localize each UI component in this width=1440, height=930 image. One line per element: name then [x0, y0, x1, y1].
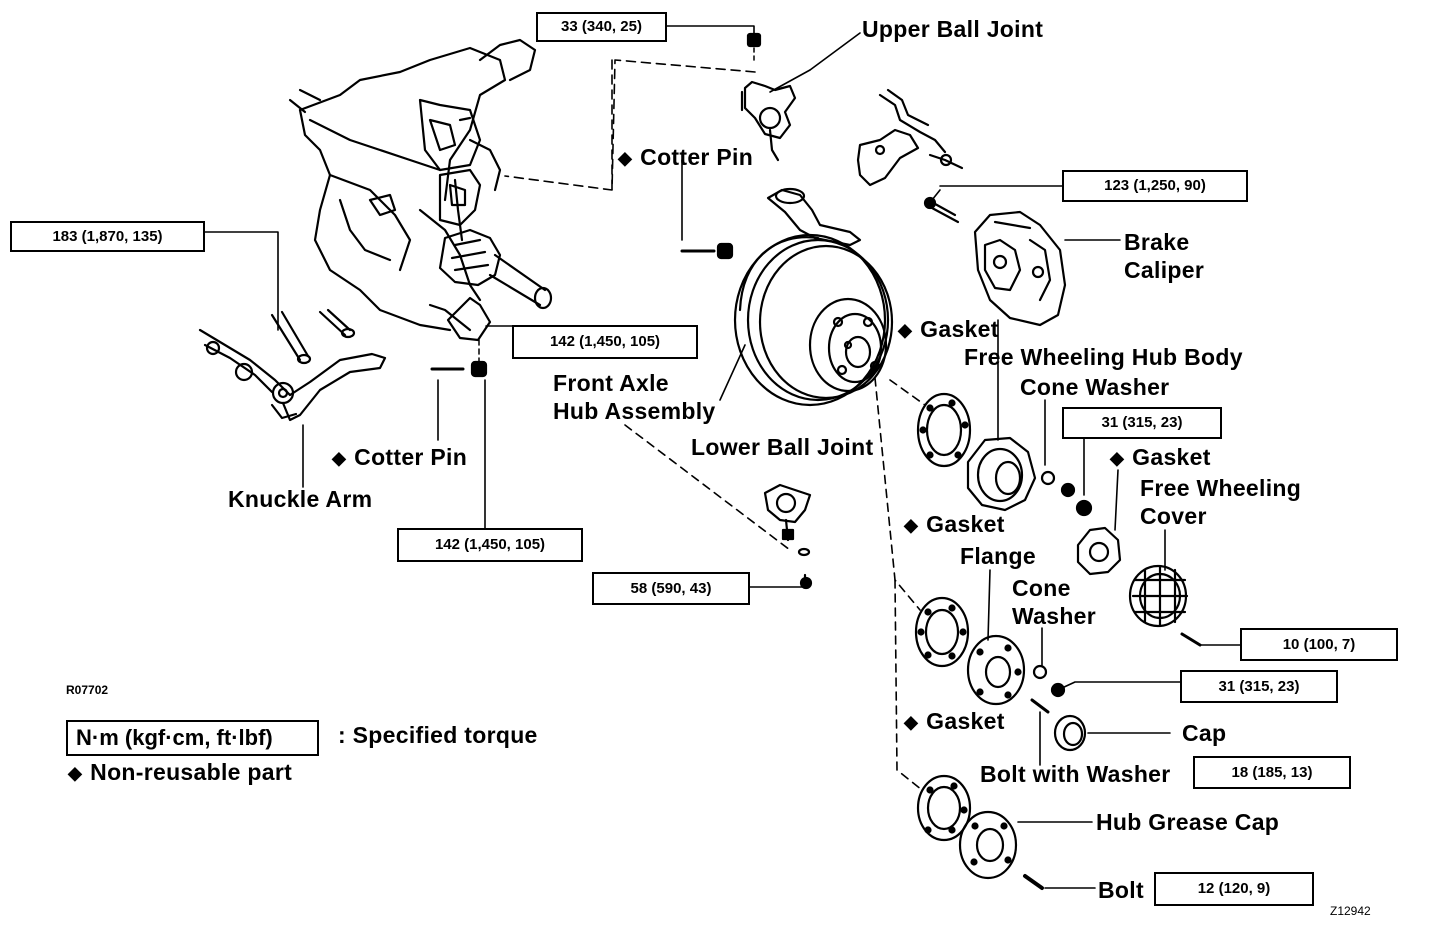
torque-box-bolt-with-washer: 18 (185, 13): [1193, 756, 1351, 789]
free-wheeling-hub-body-part: [966, 319, 1037, 512]
non-reusable-marker-icon: ◆: [618, 148, 633, 168]
grease-cap-bolt-part: [1023, 874, 1044, 890]
label-lower-ball-joint: Lower Ball Joint: [691, 434, 874, 460]
label-bolt-with-washer: Bolt with Washer: [980, 761, 1171, 787]
torque-box-cone-washer-2: 31 (315, 23): [1180, 670, 1338, 703]
cone-washer-1-part: [1040, 470, 1056, 486]
label-brake-caliper-1: Brake: [1124, 229, 1190, 255]
label-cone-washer-2-2: Washer: [1012, 603, 1097, 629]
label-front-axle-hub-2: Hub Assembly: [553, 398, 716, 424]
bolt-with-washer-part: [1030, 698, 1050, 714]
label-cone-washer-2-1: Cone: [1012, 575, 1071, 601]
lower-ball-joint-part: [763, 483, 813, 590]
label-gasket-4: ◆ Gasket: [904, 707, 1005, 737]
cover-bolt-part: [1180, 632, 1202, 647]
label-knuckle-arm: Knuckle Arm: [228, 486, 373, 512]
legend-non-reusable-text: Non-reusable part: [90, 759, 293, 785]
non-reusable-marker-icon: ◆: [1110, 448, 1125, 468]
torque-box-cone-washer-1: 31 (315, 23): [1062, 407, 1222, 439]
label-front-axle-hub-1: Front Axle: [553, 370, 669, 396]
cap-part: [1053, 714, 1171, 752]
legend-torque-units: N·m (kgf·cm, ft·lbf): [66, 720, 319, 756]
label-brake-caliper-2: Caliper: [1124, 257, 1205, 283]
gasket-3-text: Gasket: [926, 511, 1005, 537]
cone-washer-2-part: [1032, 664, 1048, 680]
upper-ball-joint-part: [740, 32, 797, 162]
torque-box-grease-cap-bolt: 12 (120, 9): [1154, 872, 1314, 906]
label-bolt: Bolt: [1098, 877, 1144, 903]
hub-grease-cap-part: [958, 810, 1093, 880]
label-cone-washer-1: Cone Washer: [1020, 374, 1170, 400]
figure-code: R07702: [66, 683, 109, 697]
brake-hose-bracket: [856, 88, 964, 187]
castle-nut-lower: [470, 360, 488, 378]
knuckle-arm-part: [198, 308, 387, 422]
non-reusable-marker-icon: ◆: [904, 712, 919, 732]
knuckle-frame-assembly: [288, 38, 553, 342]
flange-part: [966, 569, 1026, 706]
front-axle-hub-rotor: [733, 187, 894, 407]
label-free-wheeling-cover-1: Free Wheeling: [1140, 475, 1302, 501]
brake-caliper-part: [973, 210, 1067, 327]
torque-box-brake-caliper: 123 (1,250, 90): [1062, 170, 1248, 202]
label-flange: Flange: [960, 543, 1036, 569]
non-reusable-marker-icon: ◆: [332, 448, 347, 468]
label-upper-ball-joint: Upper Ball Joint: [862, 16, 1044, 42]
cotter-pin-lower-text: Cotter Pin: [354, 444, 468, 470]
label-free-wheeling-cover-2: Cover: [1140, 503, 1207, 529]
free-wheeling-cover-part: [1128, 529, 1189, 628]
non-reusable-marker-icon: ◆: [904, 515, 919, 535]
gasket-2-text: Gasket: [1132, 444, 1211, 470]
non-reusable-marker-icon: ◆: [898, 320, 913, 340]
label-cap: Cap: [1182, 720, 1227, 746]
non-reusable-marker-icon: ◆: [68, 763, 83, 783]
legend-torque-text: : Specified torque: [338, 722, 538, 748]
label-gasket-3: ◆ Gasket: [904, 510, 1005, 540]
label-gasket-2: ◆ Gasket: [1110, 443, 1211, 473]
torque-box-upper-ball-joint: 33 (340, 25): [536, 12, 667, 42]
gasket-2-part: [1076, 469, 1122, 576]
drawing-number: Z12942: [1330, 904, 1371, 918]
gasket-1-text: Gasket: [920, 316, 999, 342]
label-cotter-pin-upper: ◆ Cotter Pin: [618, 143, 753, 173]
torque-box-cover-bolt: 10 (100, 7): [1240, 628, 1398, 661]
label-free-wheeling-hub-body: Free Wheeling Hub Body: [964, 344, 1243, 370]
label-cotter-pin-lower: ◆ Cotter Pin: [332, 443, 467, 473]
torque-box-knuckle-arm: 183 (1,870, 135): [10, 221, 205, 252]
label-hub-grease-cap: Hub Grease Cap: [1096, 809, 1280, 835]
legend-non-reusable: ◆ Non-reusable part: [68, 758, 292, 788]
label-gasket-1: ◆ Gasket: [898, 315, 999, 345]
castle-nut-upper: [716, 242, 734, 260]
torque-box-lower-ball-joint: 58 (590, 43): [592, 572, 750, 605]
torque-box-knuckle-lower: 142 (1,450, 105): [397, 528, 583, 562]
cotter-pin-upper-text: Cotter Pin: [640, 144, 754, 170]
torque-box-knuckle-upper: 142 (1,450, 105): [512, 325, 698, 359]
gasket-3-part: [914, 596, 970, 668]
gasket-4-part: [916, 774, 972, 842]
gasket-1-part: [916, 392, 972, 468]
gasket-4-text: Gasket: [926, 708, 1005, 734]
